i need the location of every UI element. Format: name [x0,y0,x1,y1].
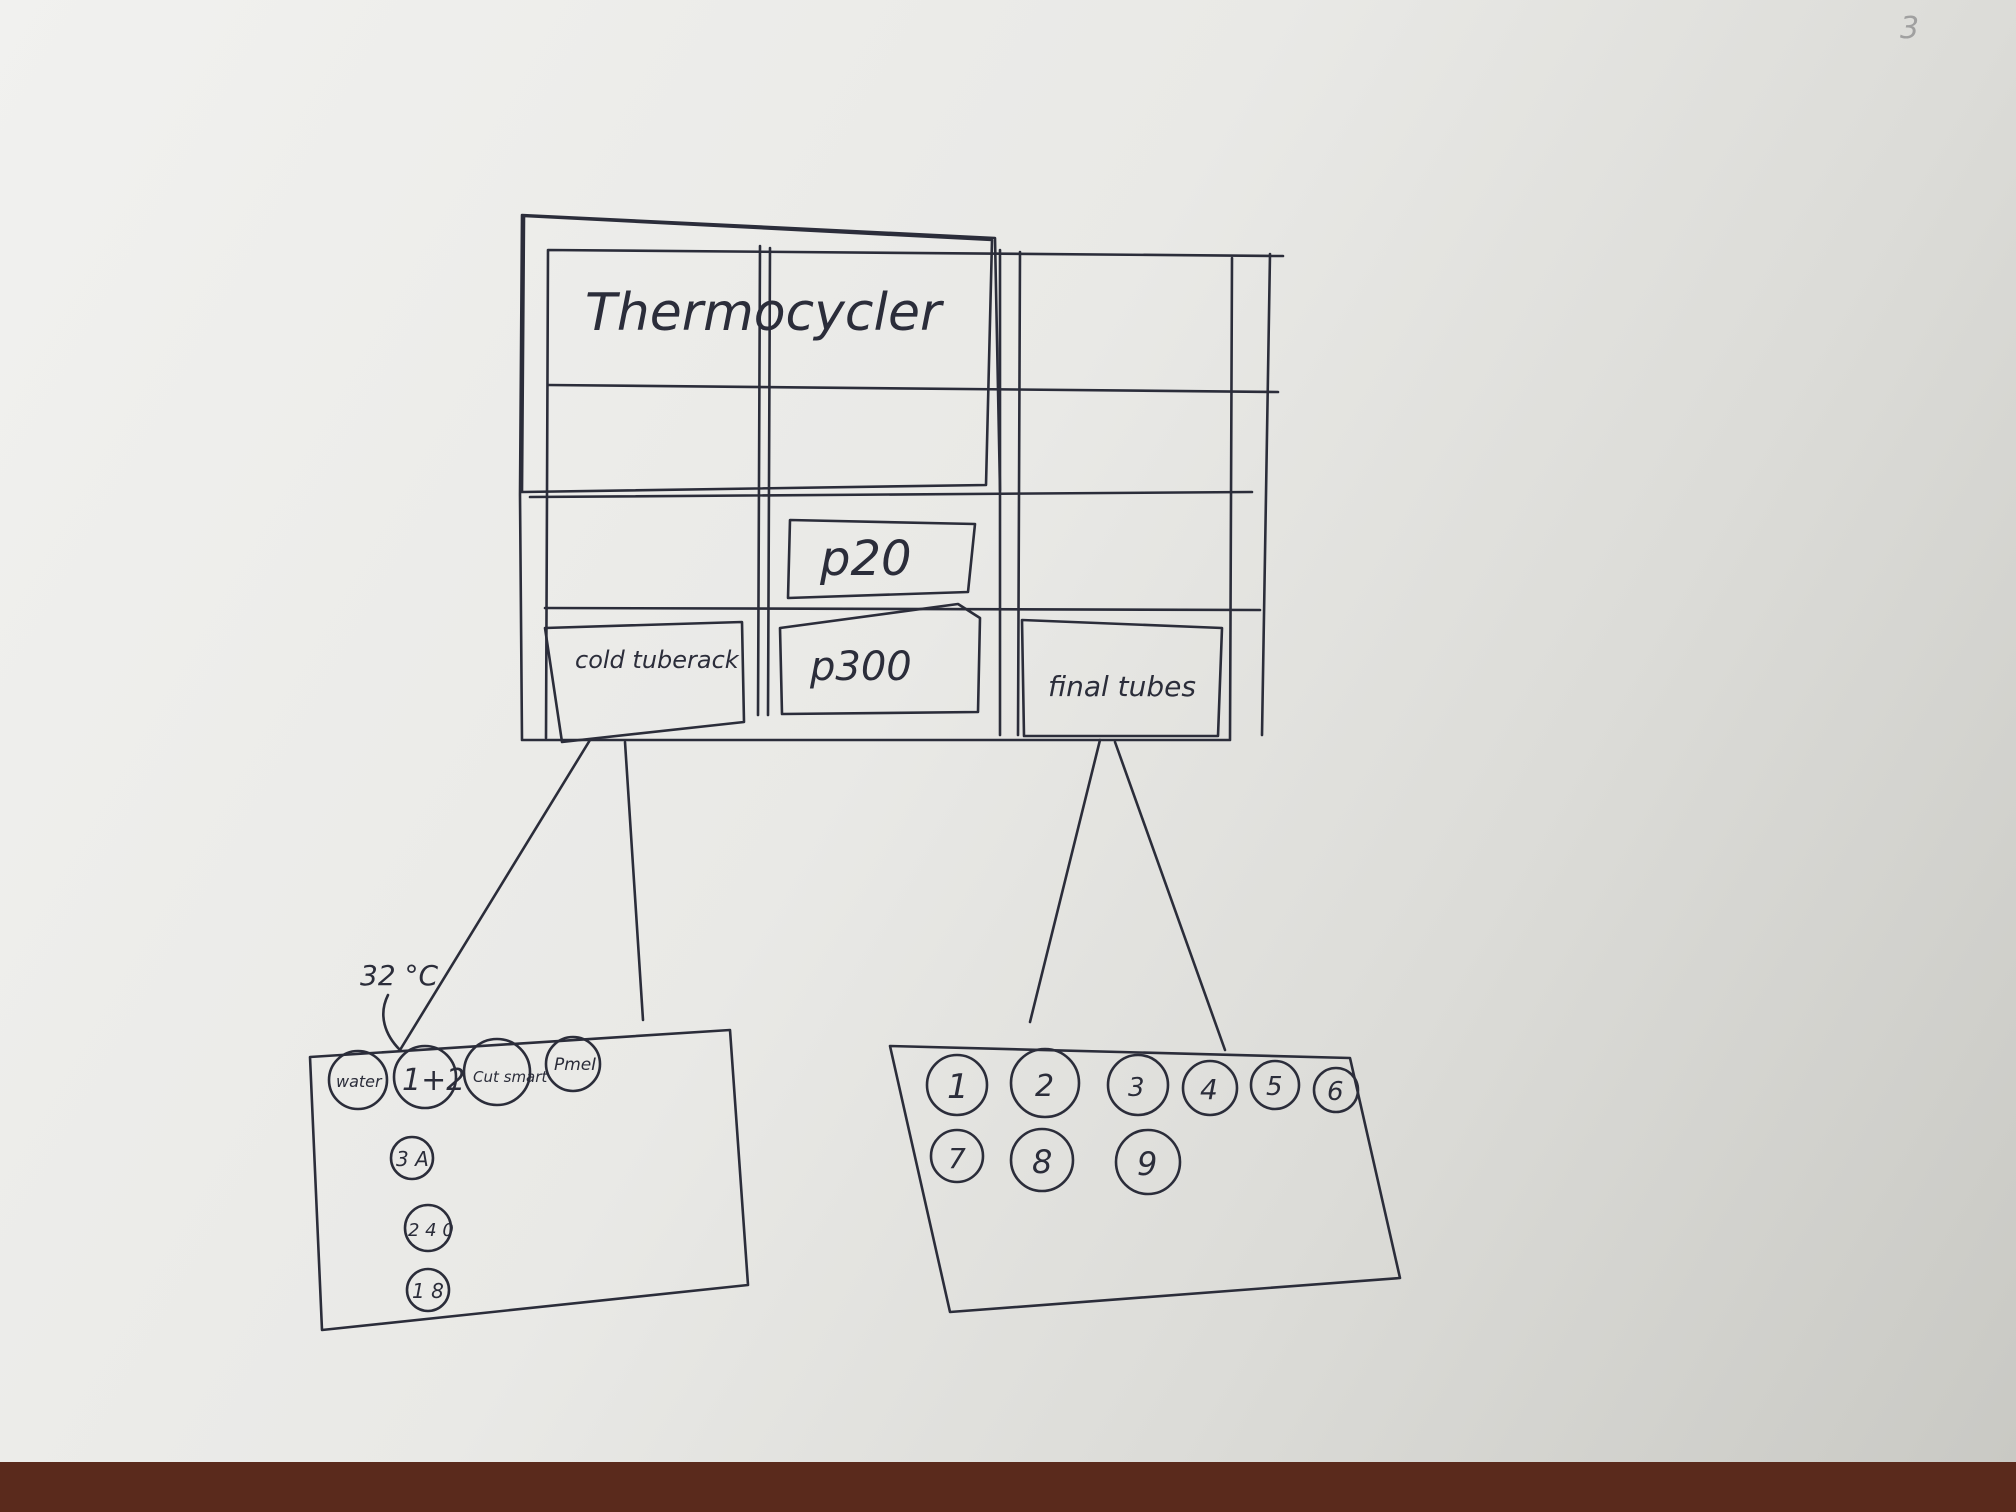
deck-row-line-2 [528,490,1254,499]
svg-text:3: 3 [1128,1073,1145,1103]
svg-text:2 4 0: 2 4 0 [408,1220,454,1241]
cold-tube-water: water [327,1049,389,1111]
cold-tube-cutsmart: Cut smart [462,1037,548,1107]
final-tube-5: 5 [1249,1059,1301,1111]
svg-text:6: 6 [1327,1077,1344,1107]
final-tube-7: 7 [929,1128,985,1184]
thermocycler-box [520,214,994,494]
svg-text:PmeI: PmeI [554,1055,596,1075]
svg-text:2: 2 [1035,1069,1054,1104]
svg-text:5: 5 [1266,1072,1283,1102]
svg-text:Cut smart: Cut smart [473,1068,548,1086]
connector-final-rack [1028,738,1227,1052]
deck-row-line-3 [543,606,1262,612]
svg-text:1+2: 1+2 [402,1063,465,1098]
cold-tuberack-box [543,620,746,744]
cold-tube-240: 2 4 0 [403,1203,454,1253]
final-tube-9: 9 [1114,1128,1182,1196]
final-tubes-label: final tubes [1048,670,1196,703]
final-tube-6: 6 [1312,1066,1360,1114]
final-tubes-box [1020,618,1224,738]
final-tube-8: 8 [1009,1127,1075,1193]
cold-rack-detail: 32 °C water 1+2 Cut smart PmeI 3 A 2 4 0 [308,959,750,1332]
svg-text:water: water [336,1072,383,1091]
cold-rack-annotation: 32 °C [360,959,439,992]
corner-mark: 3 [1900,11,1919,46]
final-tube-4: 4 [1181,1059,1239,1117]
deck-inner-frame [544,248,1285,740]
annotation-arrow [382,993,402,1052]
p300-label: p300 [809,644,912,690]
svg-text:4: 4 [1200,1073,1218,1106]
p20-label: p20 [819,531,912,587]
thermocycler-label: Thermocycler [585,283,945,343]
svg-text:7: 7 [948,1142,966,1175]
svg-text:3 A: 3 A [396,1147,429,1171]
deck-row-line-1 [546,383,1280,394]
final-rack-detail: 1 2 3 4 5 6 7 8 [888,1044,1402,1314]
cold-tuberack-label: cold tuberack [575,646,740,674]
cold-tube-18: 1 8 [405,1267,451,1313]
connector-cold-rack [398,738,645,1052]
final-tube-1: 1 [925,1053,989,1117]
paper-background [0,0,2016,1462]
deck-grid: Thermocycler p20 p300 cold tuberack fina… [518,213,1285,744]
final-rack-box [888,1044,1402,1314]
deck-outer-frame [518,213,1234,742]
svg-text:1: 1 [947,1067,969,1107]
final-tube-2: 2 [1009,1047,1081,1119]
deck-divider-1 [756,244,772,717]
final-tube-3: 3 [1106,1053,1170,1117]
svg-text:9: 9 [1137,1145,1157,1183]
cold-tube-1-2: 1+2 [392,1044,465,1110]
cold-tube-3a: 3 A [389,1135,435,1181]
cold-tube-pmei: PmeI [544,1035,602,1093]
svg-text:8: 8 [1032,1143,1052,1181]
p20-box [786,518,977,600]
hand-drawn-deck-layout: 3 Thermocycler p20 p300 cold tuberack fi… [308,11,1919,1332]
p300-box [778,602,982,716]
cold-rack-box [308,1028,750,1332]
svg-text:1 8: 1 8 [412,1279,444,1303]
